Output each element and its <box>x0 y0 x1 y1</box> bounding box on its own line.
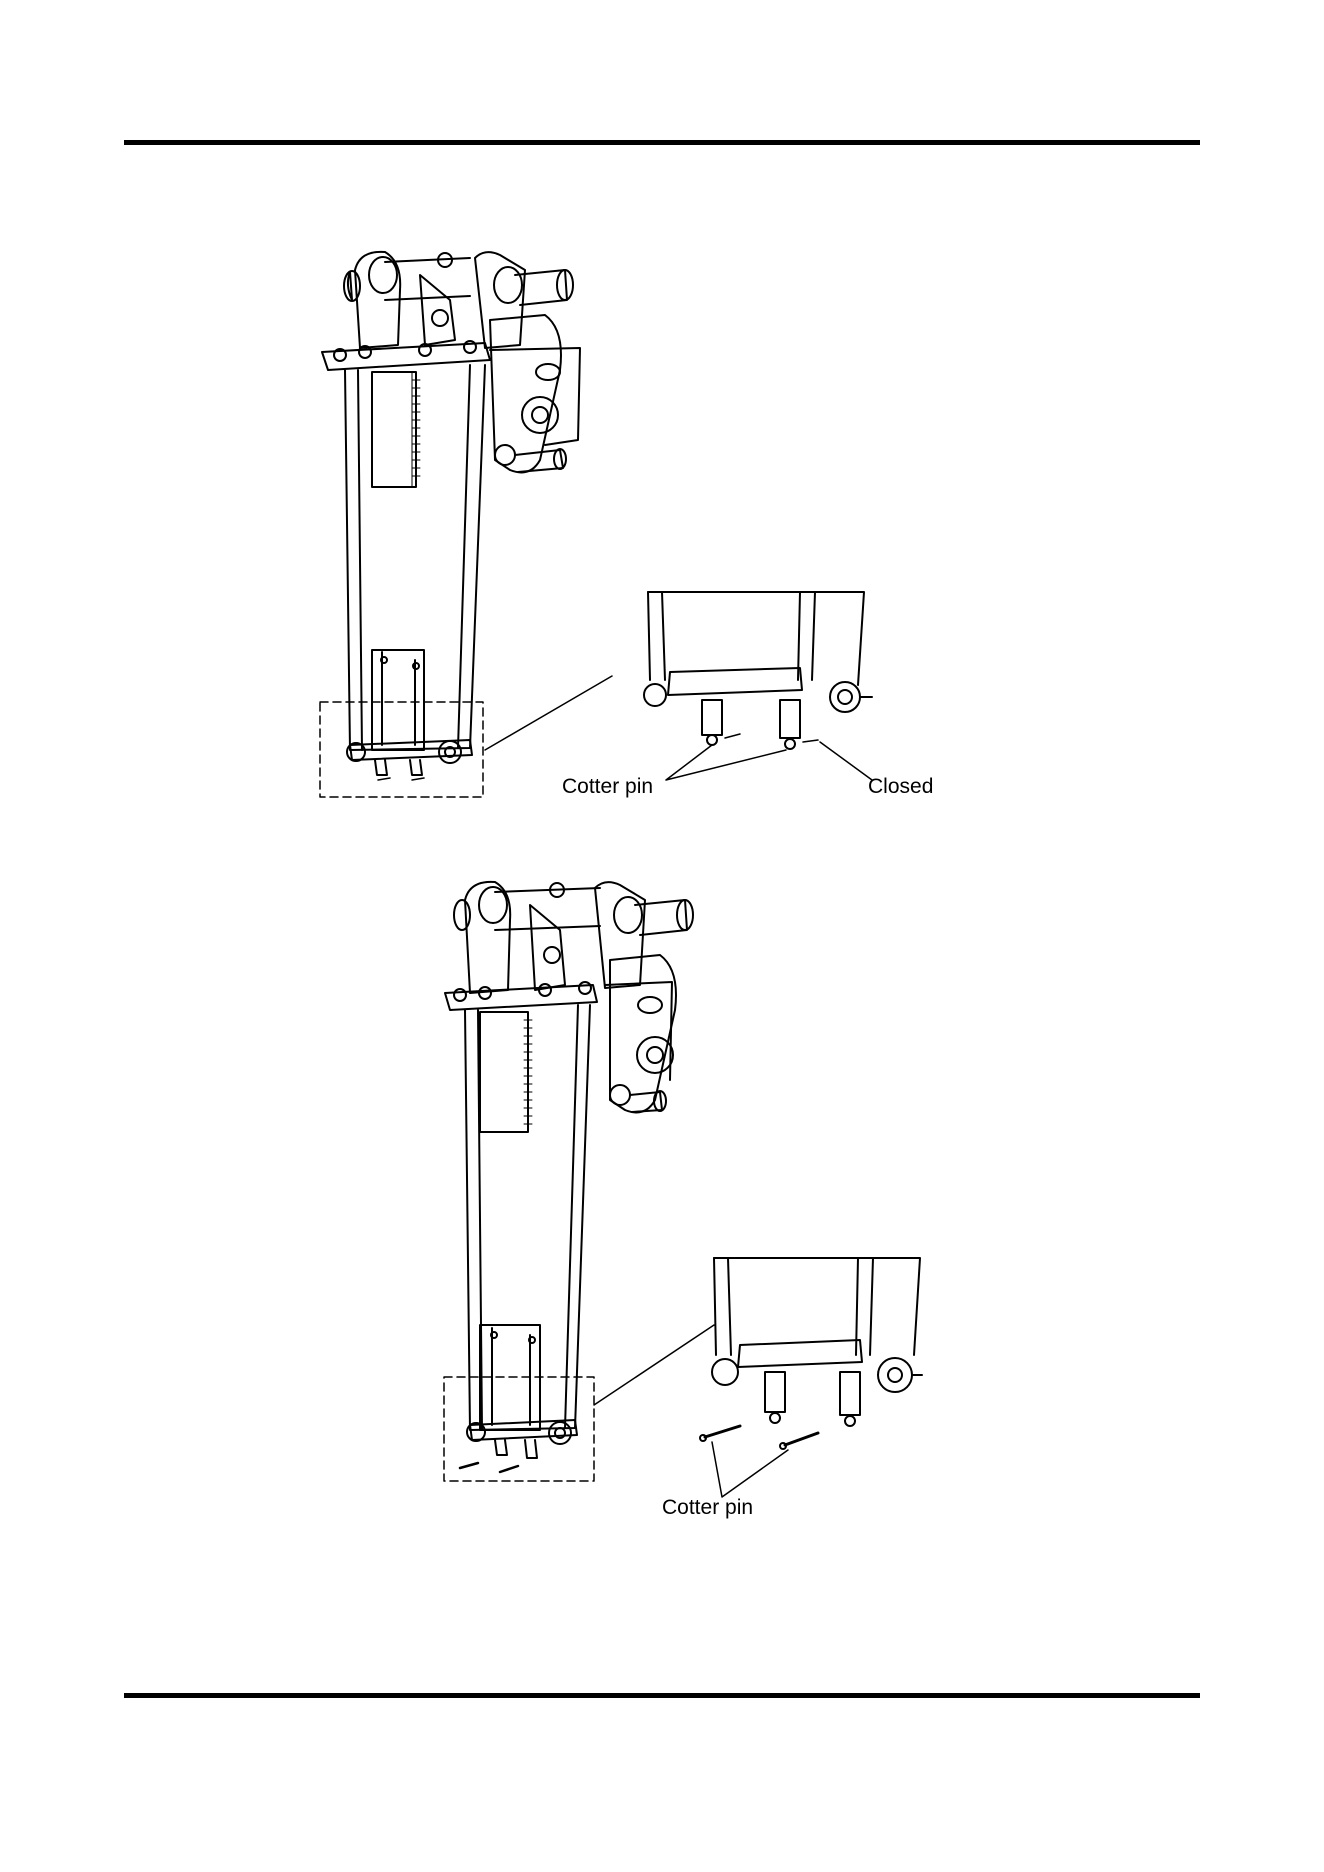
figure-1-closed-label: Closed <box>868 775 933 799</box>
figure-2-detail <box>700 1258 922 1497</box>
figure-2-cotter-pin-label: Cotter pin <box>662 1496 753 1520</box>
figure-1-cotter-pin-label: Cotter pin <box>562 775 653 799</box>
figure-2-assembly <box>444 882 714 1481</box>
figure-1-detail <box>644 592 872 780</box>
figure-1-assembly <box>320 252 612 797</box>
